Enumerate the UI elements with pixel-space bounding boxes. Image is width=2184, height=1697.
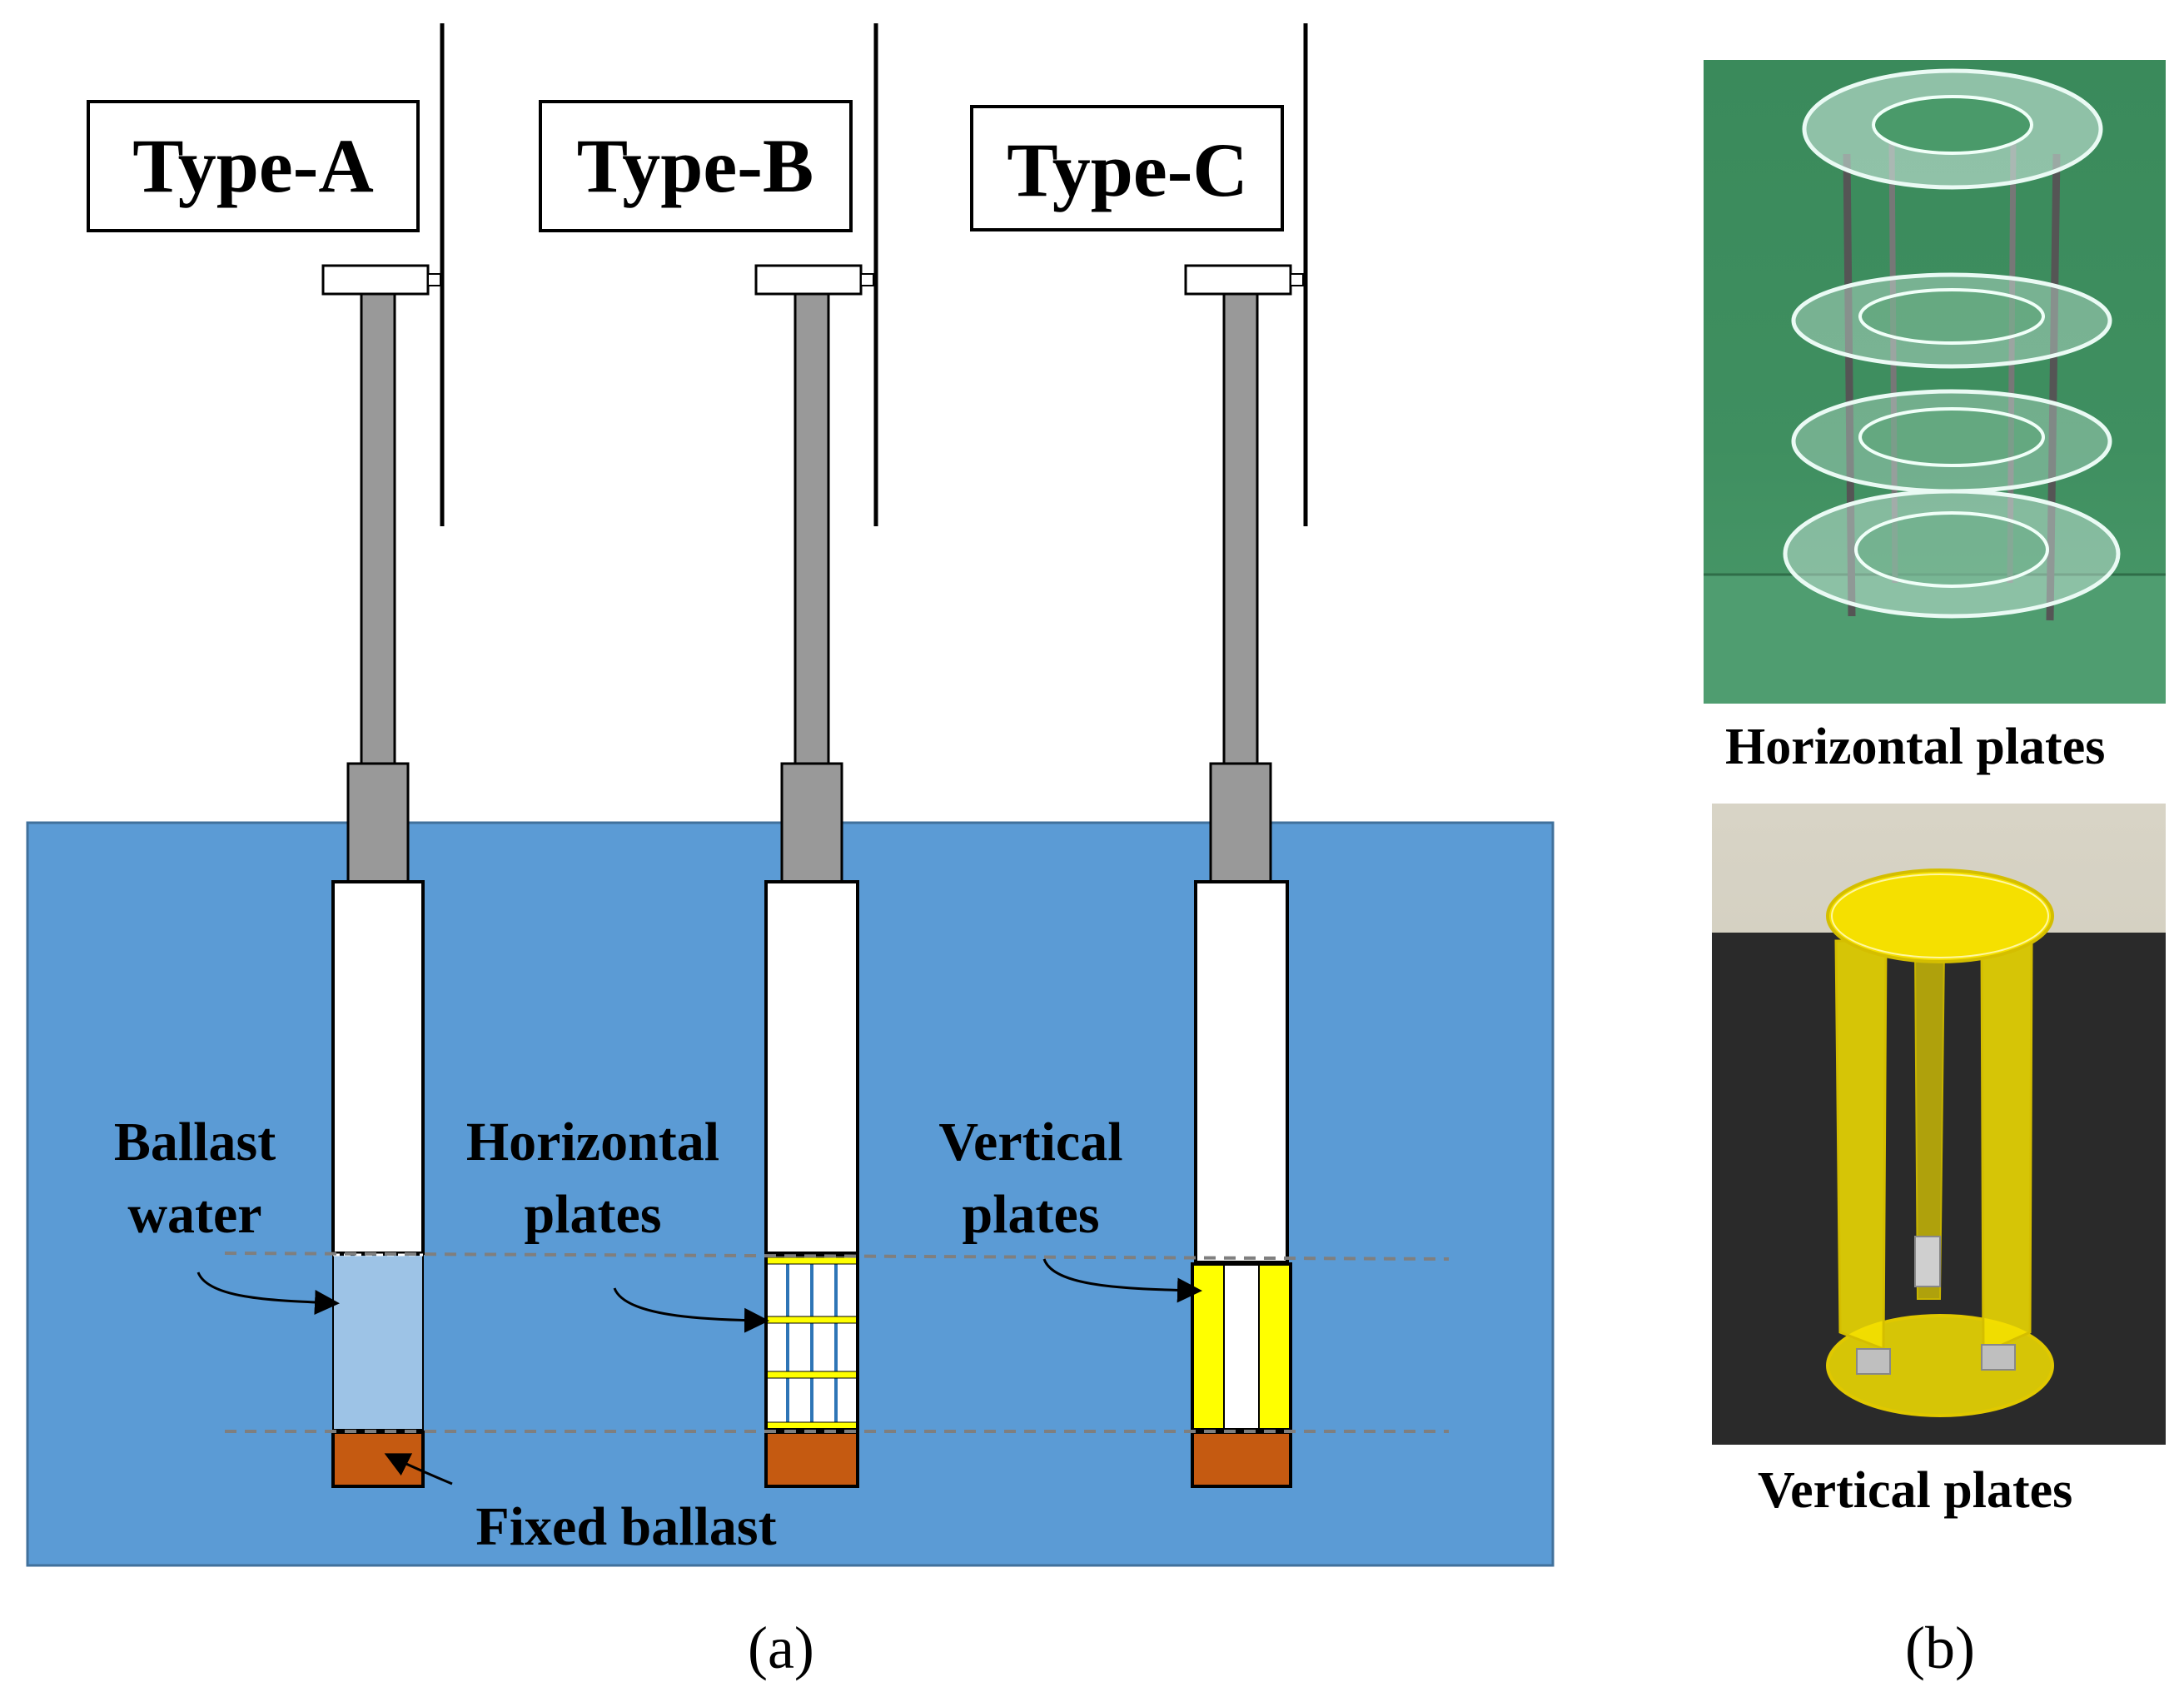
vertical-plates-compartment (1191, 1262, 1292, 1431)
label-vertical-plates-line2: plates (963, 1184, 1100, 1245)
fixed-ballast (764, 1431, 859, 1488)
type-a-label: Type-A (132, 123, 374, 208)
horizontal-plate (765, 1316, 858, 1324)
vertical-plate (1258, 1263, 1291, 1431)
fixed-ballast (331, 1431, 425, 1488)
label-box-type-a (87, 100, 420, 232)
thick-rod (1209, 762, 1272, 883)
thin-rod (794, 292, 830, 767)
spar-type-b: Type-B (539, 23, 878, 1488)
label-vertical-plates-line1: Vertical (938, 1112, 1122, 1172)
horizontal-plate (765, 1371, 858, 1379)
thin-rod (1222, 292, 1259, 767)
horizontal-plates-compartment (764, 1253, 859, 1431)
vertical-plate (1191, 1263, 1225, 1431)
horizontal-plate (765, 1257, 858, 1265)
upper-dashed-line (224, 1252, 1450, 1261)
type-b-label: Type-B (577, 123, 814, 208)
bracket-pin (427, 273, 441, 286)
thin-rod (360, 292, 396, 767)
mount-bracket (1184, 264, 1292, 296)
arrow-ballast-water (197, 1272, 340, 1315)
type-c-label: Type-C (1007, 127, 1248, 212)
panel-b-label: (b) (1905, 1615, 1975, 1681)
arrow-horizontal-plates (613, 1287, 769, 1333)
panel-a-label: (a) (748, 1615, 814, 1681)
fixed-ballast (1191, 1431, 1292, 1488)
ballast-water-compartment (332, 1254, 424, 1431)
label-ballast-water-line1: Ballast (114, 1112, 276, 1172)
thick-rod (780, 762, 843, 883)
spar-hull (331, 880, 425, 1255)
mount-bracket (754, 264, 863, 296)
label-ballast-water-line2: water (127, 1184, 261, 1245)
photo-horizontal-plates-model (1704, 60, 2166, 704)
spar-hull (1194, 880, 1289, 1264)
caption-vertical-plates: Vertical plates (1758, 1462, 2073, 1519)
spar-type-a: Type-A (87, 23, 445, 1488)
label-fixed-ballast: Fixed ballast (475, 1496, 776, 1557)
bracket-pin (1290, 273, 1304, 286)
photo-vertical-plates-model (1712, 804, 2166, 1445)
arrow-vertical-plates (1042, 1258, 1202, 1303)
mount-bracket (321, 264, 430, 296)
horizontal-plate (765, 1421, 858, 1430)
label-box-type-b (539, 100, 853, 232)
arrow-fixed-ballast (384, 1453, 453, 1485)
caption-horizontal-plates: Horizontal plates (1725, 719, 2106, 775)
thick-rod (346, 762, 410, 883)
bracket-pin (860, 273, 874, 286)
label-box-type-c (970, 105, 1284, 231)
label-horizontal-plates-line1: Horizontal (466, 1112, 719, 1172)
label-horizontal-plates-line2: plates (525, 1184, 662, 1245)
spar-hull (764, 880, 859, 1255)
spar-type-c: Type-C (970, 23, 1308, 1488)
